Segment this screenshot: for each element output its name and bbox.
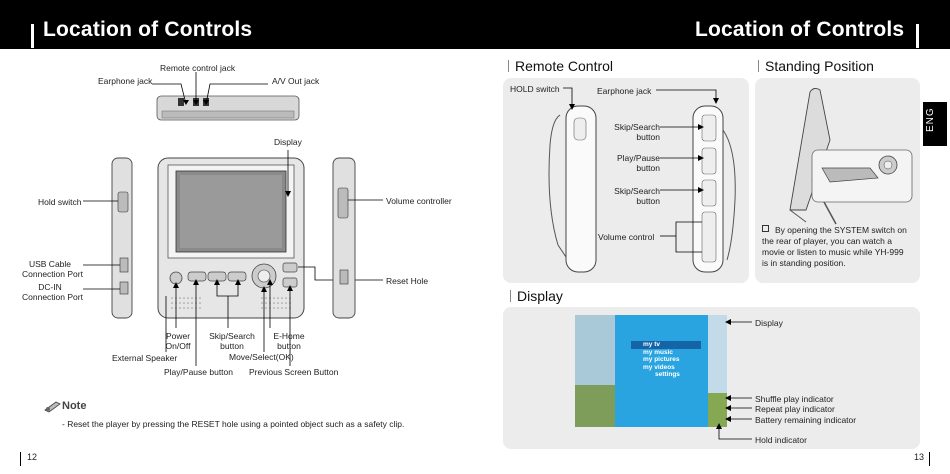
label-remote-hold-switch: HOLD switch	[510, 84, 560, 94]
label-hold-indicator: Hold indicator	[755, 435, 807, 445]
label-hold-switch: Hold switch	[38, 197, 82, 207]
screen-menu-area	[615, 315, 708, 427]
label-dcin-line2: Connection Port	[22, 292, 83, 302]
display-screenshot: my tv my music my pictures my videos set…	[575, 315, 727, 427]
label-volume-controller: Volume controller	[386, 196, 452, 206]
section-tick	[510, 290, 511, 302]
label-skip-line1: Skip/Search	[209, 331, 255, 341]
bullet-icon	[762, 225, 769, 232]
standing-description: By opening the SYSTEM switch on the rear…	[762, 225, 912, 269]
page-rule	[929, 452, 930, 466]
screen-right-grass	[708, 393, 727, 427]
page-title-left: Location of Controls	[43, 18, 253, 41]
label-usb-line1: USB Cable	[28, 259, 72, 269]
label-dcin-line1: DC-IN	[38, 282, 62, 292]
label-remote-skip2-line1: Skip/Search	[614, 186, 660, 196]
menu-item-my-tv[interactable]: my tv	[631, 341, 701, 349]
section-tick	[758, 60, 759, 72]
note-title: Note	[62, 400, 87, 412]
label-remote-skip1-line2: button	[636, 132, 660, 142]
screen-left-grass	[575, 385, 615, 427]
section-standing-position: Standing Position	[758, 58, 874, 74]
header-bar	[916, 24, 919, 48]
left-header: Location of Controls	[0, 0, 475, 49]
label-ehome-line2: button	[277, 341, 301, 351]
label-skip-line2: button	[220, 341, 244, 351]
label-display: Display	[274, 137, 302, 147]
page-number-right: 13	[914, 452, 925, 462]
label-remote-play-line1: Play/Pause	[617, 153, 660, 163]
label-earphone-jack: Earphone jack	[98, 76, 153, 86]
label-previous-screen-button: Previous Screen Button	[249, 367, 339, 377]
label-play-pause-button: Play/Pause button	[164, 367, 233, 377]
section-display: Display	[510, 288, 563, 304]
menu-item-my-pictures[interactable]: my pictures	[643, 356, 680, 364]
label-ehome-line1: E-Home	[273, 331, 305, 341]
label-remote-play-line2: button	[636, 163, 660, 173]
label-remote-volume-control: Volume control	[598, 232, 655, 242]
label-av-out-jack: A/V Out jack	[272, 76, 320, 86]
label-external-speaker: External Speaker	[112, 353, 178, 363]
label-move-select: Move/Select(OK)	[229, 352, 294, 362]
label-power-line1: Power	[165, 331, 191, 341]
note-text: - Reset the player by pressing the RESET…	[62, 419, 405, 429]
menu-item-settings[interactable]: settings	[655, 371, 680, 379]
screen-menu: my tv my music my pictures my videos set…	[631, 341, 701, 379]
label-remote-earphone-jack: Earphone jack	[597, 86, 652, 96]
right-header: Location of Controls	[475, 0, 950, 49]
label-repeat-indicator: Repeat play indicator	[755, 404, 835, 414]
menu-item-my-videos[interactable]: my videos	[643, 363, 675, 371]
page-title-right: Location of Controls	[695, 18, 905, 41]
note-icon	[44, 400, 62, 413]
section-tick	[508, 60, 509, 72]
menu-item-my-music[interactable]: my music	[643, 348, 673, 356]
language-tab: ENG	[923, 102, 947, 146]
label-battery-indicator: Battery remaining indicator	[755, 415, 857, 425]
label-remote-skip2-line2: button	[636, 196, 660, 206]
label-remote-skip1-line1: Skip/Search	[614, 122, 660, 132]
header-bar	[31, 24, 34, 48]
label-display-screen: Display	[755, 318, 783, 328]
section-remote-title: Remote Control	[515, 58, 614, 74]
section-remote-control: Remote Control	[508, 58, 613, 74]
standing-text: By opening the SYSTEM switch on the rear…	[762, 225, 907, 268]
label-usb-line2: Connection Port	[22, 269, 83, 279]
section-display-title: Display	[517, 288, 563, 304]
section-standing-title: Standing Position	[765, 58, 874, 74]
page-number-left: 12	[27, 452, 38, 462]
label-reset-hole: Reset Hole	[386, 276, 429, 286]
label-shuffle-indicator: Shuffle play indicator	[755, 394, 834, 404]
page-rule	[20, 452, 21, 466]
label-remote-control-jack: Remote control jack	[160, 63, 236, 73]
label-power-line2: On/Off	[165, 341, 191, 351]
